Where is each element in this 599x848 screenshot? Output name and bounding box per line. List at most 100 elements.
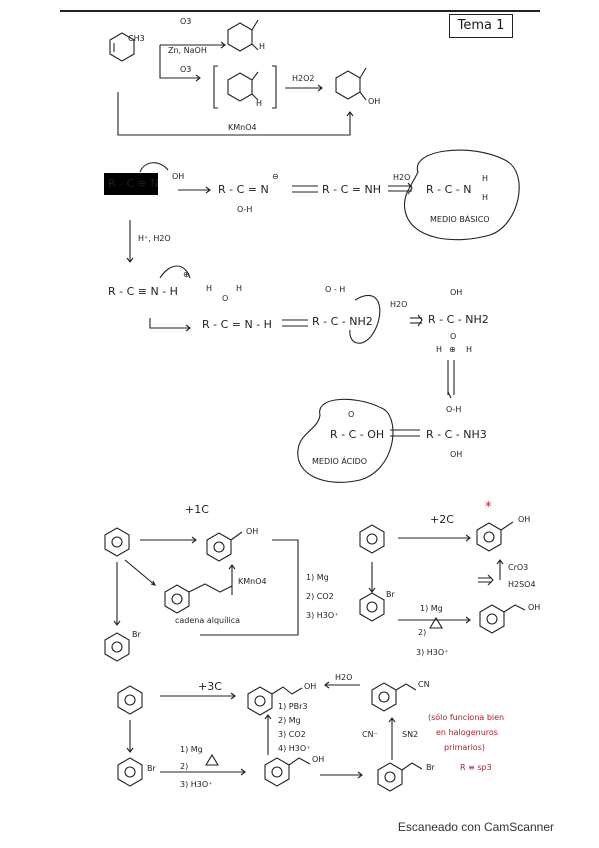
reagent-h2o-basic: H2O bbox=[393, 173, 411, 182]
final-oh-top: O-H bbox=[446, 405, 462, 414]
phenylethanol-oh: OH bbox=[528, 603, 541, 612]
benzoic-acid-ring bbox=[206, 531, 243, 562]
final-oh-bottom: OH bbox=[450, 450, 463, 459]
note-line-1: (sólo funciona bien bbox=[428, 713, 505, 722]
blob-medio-acido bbox=[297, 398, 394, 483]
reagent-o3-top: O3 bbox=[180, 17, 192, 26]
reagent-co2-1: 2) CO2 bbox=[306, 592, 334, 601]
label-medio-acido: MEDIO ÁCIDO bbox=[312, 457, 368, 466]
cyano-label: CN bbox=[418, 680, 430, 689]
carboxylic-acid: R - C - OH bbox=[330, 428, 385, 441]
nitrile-formula: R - C ≡ N bbox=[108, 177, 159, 190]
water-h-right: H bbox=[236, 284, 243, 293]
acid-carbonyl-o: O bbox=[348, 410, 355, 419]
reagent-h3o-4: 3) H3O⁺ bbox=[180, 780, 213, 789]
nitrile-box bbox=[104, 173, 158, 195]
arrow-o3-branch bbox=[159, 45, 200, 79]
reagent-cro3: CrO3 bbox=[508, 563, 529, 572]
benzene-start-2 bbox=[359, 524, 385, 554]
phenylacetic-oh: OH bbox=[518, 515, 531, 524]
reagent-pbr3: 1) PBr3 bbox=[278, 702, 308, 711]
mechanism-sn2: SN2 bbox=[402, 730, 419, 739]
phenylpropanoic-ring bbox=[247, 686, 303, 716]
reagent-o3-mid: O3 bbox=[180, 65, 192, 74]
cyclohexanone-aldehyde-ring bbox=[227, 19, 259, 52]
bromo-label-3: Br bbox=[147, 764, 156, 773]
propanoic-oh: OH bbox=[304, 682, 317, 691]
reagent-h2o-acid: H2O bbox=[390, 300, 408, 309]
imine-adduct: R - C = N - H bbox=[202, 318, 272, 331]
charge-plus-2: ⊕ bbox=[449, 345, 456, 354]
aldehyde-h-label: H bbox=[259, 42, 266, 51]
reagent-h3o-2: 3) H3O⁺ bbox=[416, 648, 449, 657]
hydroxy-oh: O-H bbox=[237, 205, 253, 214]
aldehyde-h-label-2: H bbox=[256, 99, 263, 108]
reagent-h2o2: H2O2 bbox=[292, 74, 315, 83]
note-line-4: R ≡ sp3 bbox=[460, 763, 492, 772]
acid-oh-label: OH bbox=[368, 97, 381, 106]
blob-medio-basico bbox=[403, 149, 520, 241]
water-o: O bbox=[222, 294, 229, 303]
note-line-2: en halogenuros bbox=[436, 728, 498, 737]
cyanide-ion: CN⁻ bbox=[362, 730, 378, 739]
reagent-kmno4-2: KMnO4 bbox=[238, 577, 267, 586]
bracket-right bbox=[272, 65, 277, 109]
reagent-mg-4: 1) Mg bbox=[180, 745, 203, 754]
bromobenzene-ring-1 bbox=[104, 632, 130, 662]
step-2-label-b: 2) bbox=[180, 762, 189, 771]
toluene-ring bbox=[109, 32, 135, 62]
step-2-label: 2) bbox=[418, 628, 427, 637]
reagent-h3o-3: 4) H3O⁺ bbox=[278, 744, 311, 753]
reagent-kmno4: KMnO4 bbox=[228, 123, 257, 132]
hydroxide-label: OH bbox=[172, 172, 185, 181]
label-plus3c: +3C bbox=[198, 680, 222, 693]
amide-h-bottom: H bbox=[482, 193, 489, 202]
methyl-label: CH3 bbox=[128, 34, 145, 43]
ammonium-formula: R - C - NH3 bbox=[426, 428, 487, 441]
epoxide-icon bbox=[429, 616, 443, 629]
tetrahedral-h-right: H bbox=[466, 345, 473, 354]
tetrahedral-oh: OH bbox=[450, 288, 463, 297]
arrow-kmno4 bbox=[117, 92, 351, 136]
bromo-label-2: Br bbox=[386, 590, 395, 599]
imidic-acid: R - C = NH bbox=[322, 183, 381, 196]
phenylacetic-ring bbox=[476, 521, 514, 552]
reagent-h2o-nitrile: H2O bbox=[335, 673, 353, 682]
bromobenzene-ring-3 bbox=[117, 757, 143, 787]
benzoic-oh: OH bbox=[246, 527, 259, 536]
reagent-co2-3: 3) CO2 bbox=[278, 730, 306, 739]
tetrahedral-formula: R - C - NH2 bbox=[428, 313, 489, 326]
dicarbonyl-ring bbox=[227, 71, 259, 102]
arrow-grignard-1 bbox=[200, 539, 299, 636]
reagent-h-plus-h2o: H⁺, H2O bbox=[138, 234, 171, 243]
bromopropylbenzene-ring bbox=[377, 762, 423, 792]
star-mark: * bbox=[485, 500, 492, 515]
phenylpropanol-ring bbox=[264, 757, 311, 787]
reagent-mg-3: 2) Mg bbox=[278, 716, 301, 725]
label-medio-basico: MEDIO BÁSICO bbox=[430, 215, 490, 224]
charge-plus-1: ⊕ bbox=[183, 270, 190, 279]
tetrahedral-h-left: H bbox=[436, 345, 443, 354]
arrow-step2 bbox=[149, 318, 190, 329]
keto-acid-ring bbox=[335, 67, 367, 101]
protonated-nitrile: R - C ≡ N - H bbox=[108, 285, 178, 298]
phenylethanol-ring bbox=[479, 604, 526, 634]
reagent-zn-naoh: Zn, NaOH bbox=[168, 46, 207, 55]
alkylbenzene-ring bbox=[164, 583, 233, 614]
reagent-h2so4: H2SO4 bbox=[508, 580, 536, 589]
label-plus1c: +1C bbox=[185, 503, 209, 516]
scanner-watermark: Escaneado con CamScanner bbox=[397, 820, 554, 834]
bracket-left bbox=[213, 65, 218, 109]
reagent-h3o-1: 3) H3O⁺ bbox=[306, 611, 339, 620]
page-title: Tema 1 bbox=[449, 14, 513, 38]
reagent-mg-2: 1) Mg bbox=[420, 604, 443, 613]
amide-formula: R - C - N bbox=[426, 183, 472, 196]
bromo-label-4: Br bbox=[426, 763, 435, 772]
phenylpropanol-oh: OH bbox=[312, 755, 325, 764]
reagent-mg-1: 1) Mg bbox=[306, 573, 329, 582]
tetrahedral-o: O bbox=[450, 332, 457, 341]
oxonium-oh: O - H bbox=[325, 285, 346, 294]
intermediate-anion: R - C = N bbox=[218, 183, 269, 196]
